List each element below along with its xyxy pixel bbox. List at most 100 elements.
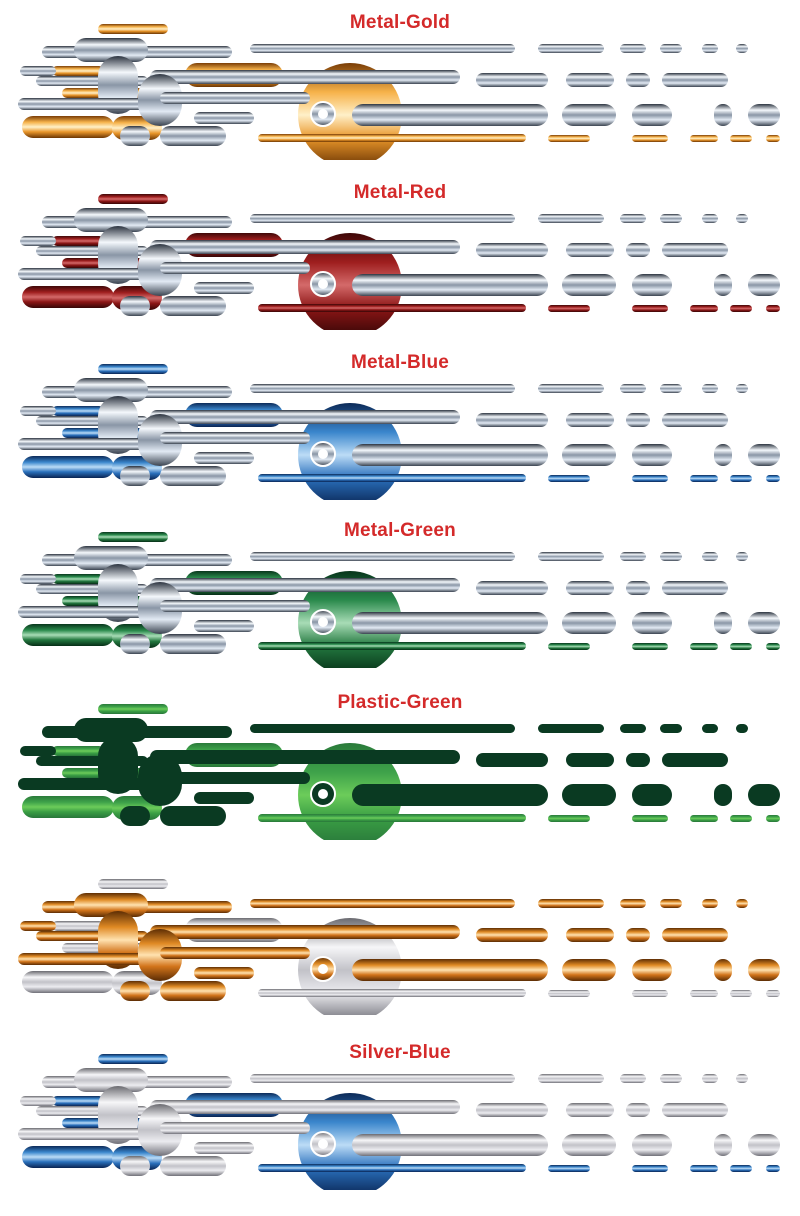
panel-metal-red: Metal-Red — [0, 170, 800, 330]
accent-bar — [766, 815, 780, 822]
accent-bar — [22, 456, 114, 478]
primary-bar — [160, 947, 310, 959]
primary-bar — [660, 44, 682, 53]
primary-bar — [562, 444, 616, 466]
primary-bar — [194, 112, 254, 124]
accent-bar — [22, 971, 114, 993]
primary-bar — [626, 753, 650, 767]
accent-bar — [52, 236, 104, 246]
accent-bar — [766, 135, 780, 142]
primary-bar — [538, 384, 604, 393]
primary-bar — [194, 967, 254, 979]
primary-bar — [632, 959, 672, 981]
primary-bar — [160, 466, 226, 486]
primary-bar — [120, 634, 150, 654]
primary-bar — [150, 240, 460, 254]
primary-bar — [138, 74, 182, 126]
primary-bar — [150, 925, 460, 939]
accent-bar — [22, 286, 114, 308]
primary-bar — [476, 413, 548, 427]
panel-title: Metal-Red — [353, 182, 447, 203]
accent-bar — [258, 1164, 526, 1172]
primary-bar — [702, 214, 718, 223]
primary-bar — [250, 1074, 515, 1083]
accent-bar — [730, 305, 752, 312]
primary-bar — [632, 444, 672, 466]
accent-bar — [98, 1054, 168, 1064]
accent-bar — [690, 475, 718, 482]
accent-bar — [98, 879, 168, 889]
accent-bar — [548, 815, 590, 822]
primary-bar — [626, 413, 650, 427]
accent-bar — [52, 574, 104, 584]
accent-bar — [730, 475, 752, 482]
accent-bar — [52, 406, 104, 416]
primary-bar — [150, 410, 460, 424]
primary-bar — [660, 724, 682, 733]
primary-bar — [626, 243, 650, 257]
accent-bar — [766, 643, 780, 650]
primary-bar — [660, 384, 682, 393]
accent-bar — [98, 194, 168, 204]
accent-bar — [690, 643, 718, 650]
primary-bar — [138, 1104, 182, 1156]
primary-bar — [748, 784, 780, 806]
accent-bar — [52, 66, 104, 76]
primary-bar — [150, 578, 460, 592]
accent-bar — [52, 921, 104, 931]
primary-bar — [748, 104, 780, 126]
accent-bar — [766, 475, 780, 482]
accent-bar — [690, 305, 718, 312]
primary-bar — [194, 282, 254, 294]
primary-bar — [160, 262, 310, 274]
accent-bar — [52, 746, 104, 756]
accent-bar — [22, 116, 114, 138]
primary-bar — [626, 1103, 650, 1117]
primary-bar — [120, 1156, 150, 1176]
primary-bar — [620, 1074, 646, 1083]
primary-bar — [120, 126, 150, 146]
accent-bar — [690, 135, 718, 142]
primary-bar — [194, 452, 254, 464]
primary-bar — [632, 784, 672, 806]
primary-bar — [566, 73, 614, 87]
primary-bar — [714, 444, 732, 466]
primary-bar — [194, 1142, 254, 1154]
logo-artwork-metal-blue — [18, 364, 780, 500]
panel-title: Silver-Blue — [349, 1042, 451, 1063]
primary-bar — [662, 753, 728, 767]
primary-bar — [736, 1074, 748, 1083]
primary-bar — [702, 384, 718, 393]
primary-bar — [566, 413, 614, 427]
accent-bar — [98, 532, 168, 542]
primary-bar — [250, 724, 515, 733]
primary-bar — [538, 44, 604, 53]
primary-bar — [566, 753, 614, 767]
primary-bar — [736, 552, 748, 561]
primary-bar — [194, 620, 254, 632]
accent-bar — [548, 1165, 590, 1172]
primary-bar — [74, 718, 148, 742]
primary-bar — [702, 1074, 718, 1083]
primary-bar — [660, 214, 682, 223]
panel-title: Metal-Gold — [349, 12, 451, 33]
primary-bar — [702, 899, 718, 908]
accent-bar — [22, 1146, 114, 1168]
primary-bar — [20, 236, 56, 246]
primary-bar — [352, 104, 548, 126]
primary-bar — [626, 928, 650, 942]
accent-bar — [730, 643, 752, 650]
accent-bar — [632, 990, 668, 997]
accent-bar — [632, 643, 668, 650]
primary-bar — [660, 899, 682, 908]
primary-bar — [566, 928, 614, 942]
primary-bar — [138, 414, 182, 466]
primary-bar — [736, 724, 748, 733]
accent-bar — [258, 989, 526, 997]
accent-bar — [548, 643, 590, 650]
accent-bar — [22, 624, 114, 646]
ring-center — [318, 449, 328, 459]
accent-bar — [730, 990, 752, 997]
primary-bar — [20, 66, 56, 76]
primary-bar — [538, 899, 604, 908]
